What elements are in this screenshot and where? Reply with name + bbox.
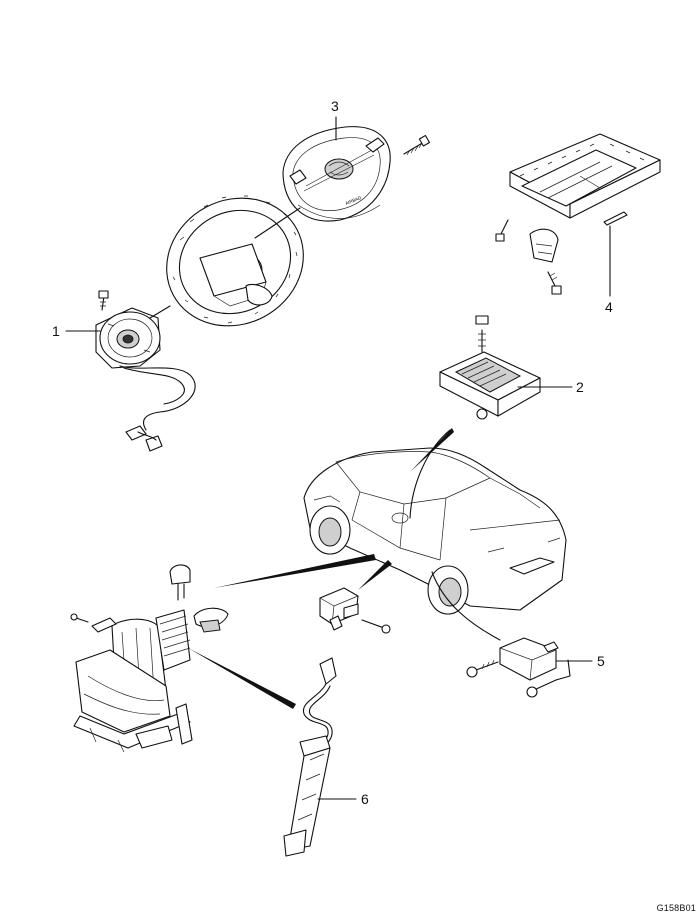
driver-airbag-module: AIRBAG <box>282 116 431 222</box>
airbag-embossed-text: AIRBAG <box>345 195 363 206</box>
callout-2: 2 <box>576 379 584 395</box>
passenger-airbag-module <box>495 133 661 297</box>
side-impact-sensor <box>319 587 391 634</box>
curtain-airbag-inflator <box>283 657 357 857</box>
callout-1: 1 <box>52 323 60 339</box>
clock-spring <box>65 290 196 452</box>
airbag-screw <box>403 134 431 156</box>
pointer-wedge-seat <box>214 554 376 588</box>
sdm-control-module <box>439 315 573 420</box>
callout-6: 6 <box>361 791 369 807</box>
callout-3: 3 <box>331 98 339 114</box>
front-impact-sensor <box>466 637 593 698</box>
callout-4: 4 <box>605 299 613 315</box>
pointer-wedge-curtain <box>188 648 296 709</box>
car-side-sensor-guide-line <box>431 571 501 641</box>
steering-wheel <box>166 195 304 327</box>
callout-5: 5 <box>597 653 605 669</box>
vehicle-sedan <box>303 429 567 641</box>
pointer-wedge-sdm <box>410 428 454 472</box>
pointer-wedge-sensor <box>358 560 392 590</box>
seat-with-side-airbag <box>70 564 229 753</box>
figure-id-label: G158B01 <box>656 903 696 913</box>
wheel-airbag-guide-line <box>254 207 301 239</box>
car-sdm-guide-line <box>409 429 451 519</box>
